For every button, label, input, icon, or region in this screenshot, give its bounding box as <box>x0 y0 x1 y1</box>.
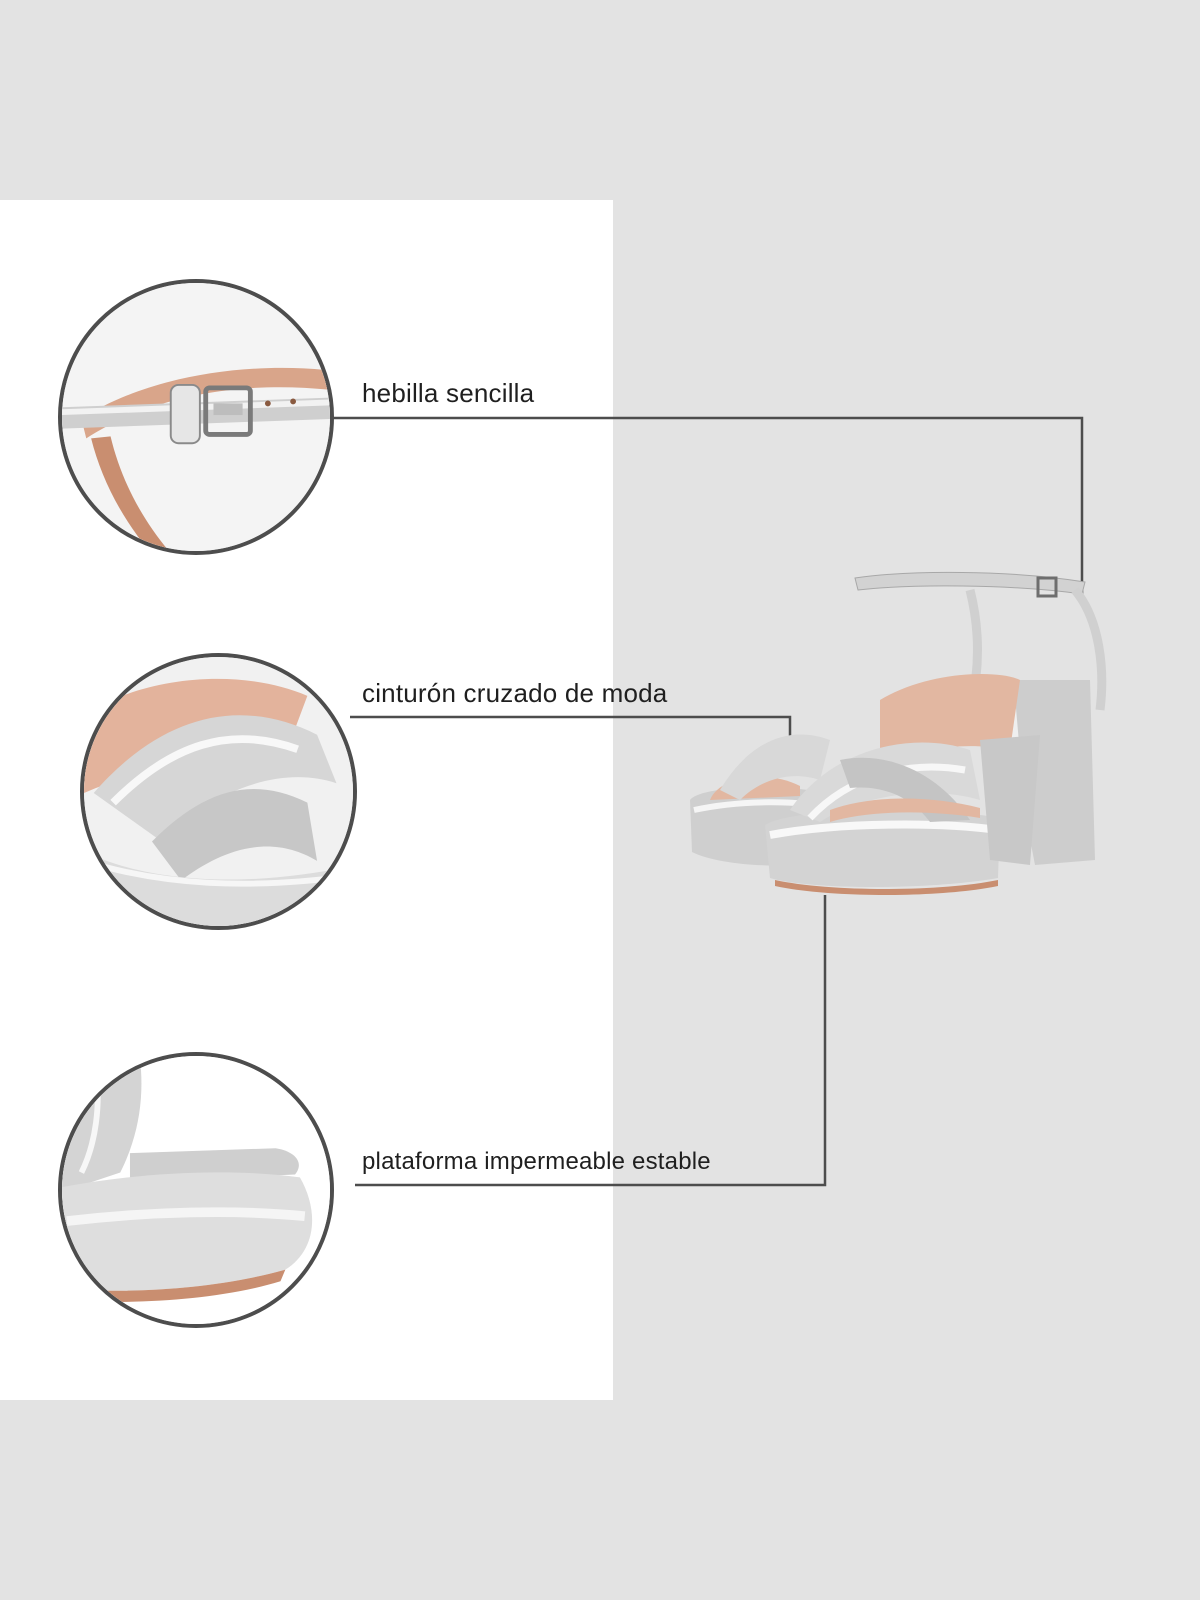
crossed-strap-closeup-image <box>84 657 353 926</box>
platform-feature-label: plataforma impermeable estable <box>362 1148 711 1175</box>
buckle-closeup-image <box>62 283 330 551</box>
crossed-strap-feature-label: cinturón cruzado de moda <box>362 678 668 708</box>
platform-closeup-image <box>62 1056 330 1324</box>
crossed-strap-detail-circle <box>80 653 357 930</box>
silver-platform-sandal-image <box>690 571 1107 895</box>
platform-detail-circle <box>58 1052 334 1328</box>
buckle-feature-label: hebilla sencilla <box>362 378 535 408</box>
buckle-detail-circle <box>58 279 334 555</box>
